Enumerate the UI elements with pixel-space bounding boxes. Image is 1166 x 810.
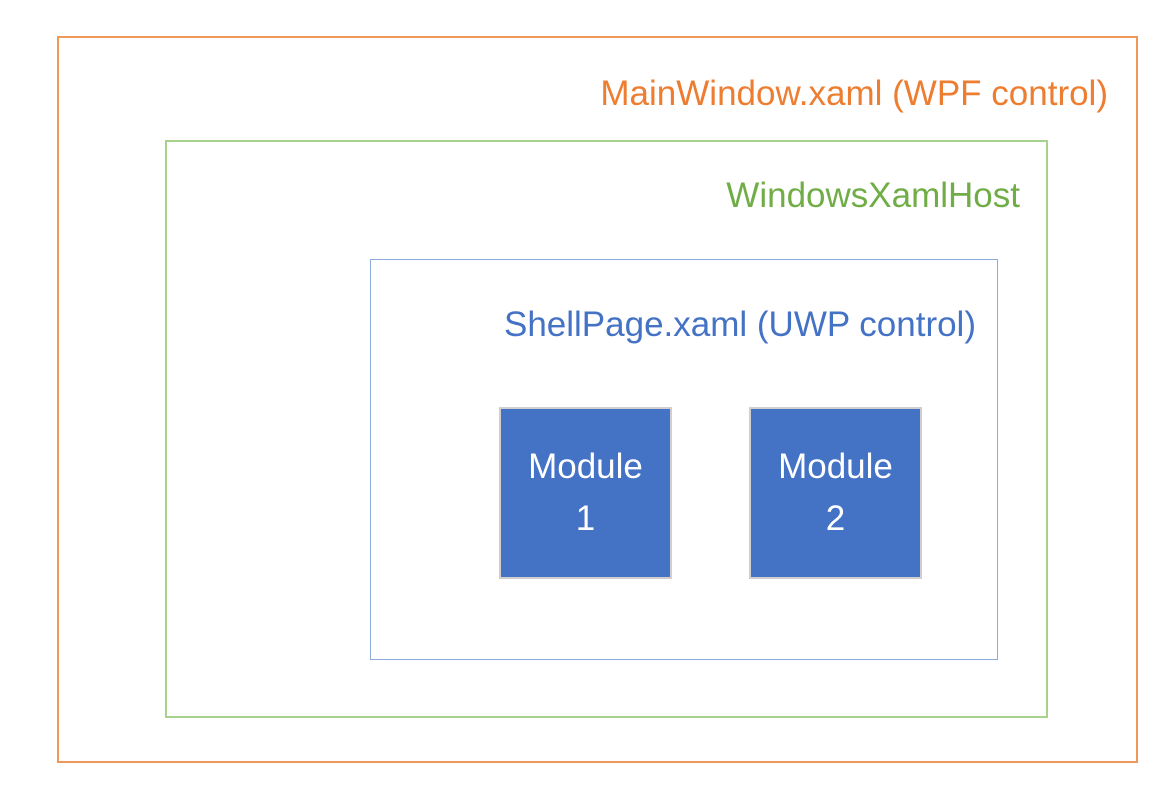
module-1-name: Module [528, 446, 643, 486]
module-1-number: 1 [575, 499, 596, 538]
shellpage-uwp-box: ShellPage.xaml (UWP control) Module 1 Mo… [370, 259, 998, 660]
module-2-box: Module 2 [749, 407, 922, 579]
module-2-name: Module [778, 446, 893, 486]
mainwindow-wpf-label: MainWindow.xaml (WPF control) [600, 74, 1108, 113]
shellpage-uwp-label: ShellPage.xaml (UWP control) [503, 305, 976, 344]
windowsxamlhost-box: WindowsXamlHost ShellPage.xaml (UWP cont… [165, 140, 1048, 718]
module-2-number: 2 [825, 499, 846, 538]
mainwindow-wpf-box: MainWindow.xaml (WPF control) WindowsXam… [57, 36, 1138, 763]
windowsxamlhost-label: WindowsXamlHost [726, 176, 1020, 215]
module-1-box: Module 1 [499, 407, 672, 579]
